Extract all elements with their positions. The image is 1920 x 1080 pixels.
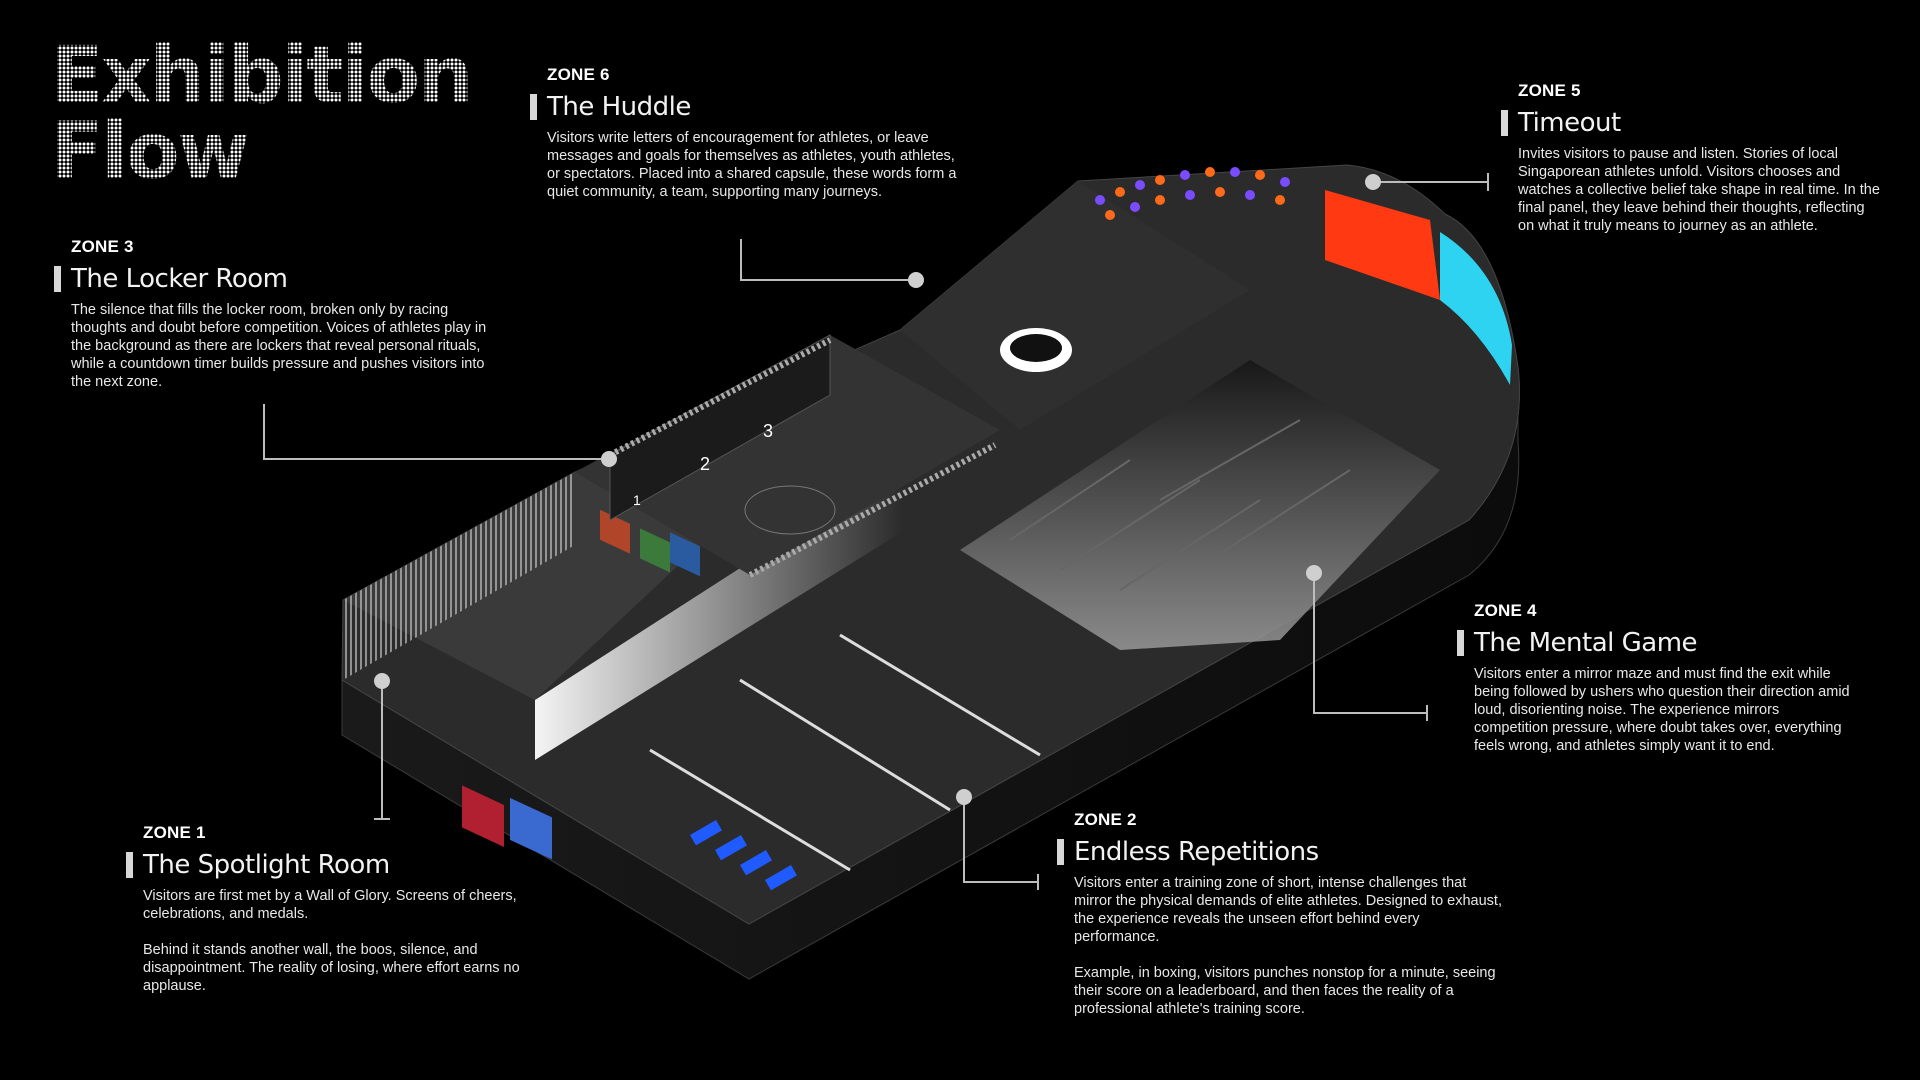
locker-number: 2: [700, 454, 710, 474]
leader-zone4: [1306, 565, 1428, 721]
training-lanes: [649, 633, 1041, 872]
zone-description: Behind it stands another wall, the boos,…: [143, 942, 520, 994]
zone-number: ZONE 6: [547, 65, 610, 84]
zone-number: ZONE 1: [143, 823, 206, 842]
belief-dots: [1095, 167, 1290, 220]
zone-title: The Locker Room: [71, 264, 288, 294]
zone-number: ZONE 4: [1474, 601, 1537, 620]
boxing-bags: [690, 820, 797, 891]
zone-number: ZONE 2: [1074, 810, 1137, 829]
zone-description: Visitors are first met by a Wall of Glor…: [143, 888, 517, 922]
zone-title: The Spotlight Room: [143, 850, 390, 880]
locker-number: 1: [633, 492, 641, 508]
zone-title: The Mental Game: [1474, 628, 1698, 658]
platform-floor: [341, 164, 1520, 925]
timeout-red-panel: [1325, 190, 1440, 300]
zone-description: Invites visitors to pause and listen. St…: [1518, 146, 1880, 234]
truss: [748, 442, 997, 578]
accent-bar: [1501, 110, 1508, 136]
zone-number: ZONE 5: [1518, 81, 1581, 100]
maze-walls: [1009, 419, 1351, 591]
accent-bar: [1457, 630, 1464, 656]
zone-description: The silence that fills the locker room, …: [71, 302, 487, 390]
zone-5-block: ZONE 5 Timeout Invites visitors to pause…: [1501, 81, 1881, 235]
zone3-floor: [575, 335, 1000, 575]
zone-4-block: ZONE 4 The Mental Game Visitors enter a …: [1457, 601, 1857, 755]
zone-1-block: ZONE 1 The Spotlight Room Visitors are f…: [126, 823, 566, 995]
zone-title: Endless Repetitions: [1074, 837, 1319, 867]
zone-description: Visitors enter a mirror maze and must fi…: [1474, 666, 1850, 754]
leader-zone1: [374, 673, 390, 820]
accent-bar: [54, 266, 61, 292]
timeout-cyan-panel: [1440, 232, 1512, 385]
accent-bar: [126, 852, 133, 878]
zone1-striped-wall: [343, 472, 575, 680]
zone-title: Timeout: [1518, 108, 1621, 138]
zone-3-block: ZONE 3 The Locker Room The silence that …: [54, 237, 494, 391]
zone-2-block: ZONE 2 Endless Repetitions Visitors ente…: [1057, 810, 1507, 1018]
zone-description: Visitors write letters of encouragement …: [547, 130, 957, 200]
zone-title: The Huddle: [547, 92, 691, 122]
locker-wall: [609, 334, 831, 521]
zone-description: Example, in boxing, visitors punches non…: [1074, 965, 1496, 1017]
leader-zone5: [1365, 173, 1489, 191]
accent-bar: [530, 94, 537, 120]
leader-zone3: [263, 404, 617, 467]
zone-description: Visitors enter a training zone of short,…: [1074, 875, 1502, 945]
court-circle: [744, 485, 836, 535]
zone6-floor: [900, 181, 1250, 430]
zone-number: ZONE 3: [71, 237, 134, 256]
locker-number: 3: [763, 421, 773, 441]
wall-of-glory-screens: [462, 509, 700, 860]
leader-zone6: [740, 239, 924, 288]
leader-zone2: [956, 789, 1039, 890]
truss: [608, 337, 832, 458]
zone-6-block: ZONE 6 The Huddle Visitors write letters…: [530, 65, 960, 201]
accent-bar: [1057, 839, 1064, 865]
